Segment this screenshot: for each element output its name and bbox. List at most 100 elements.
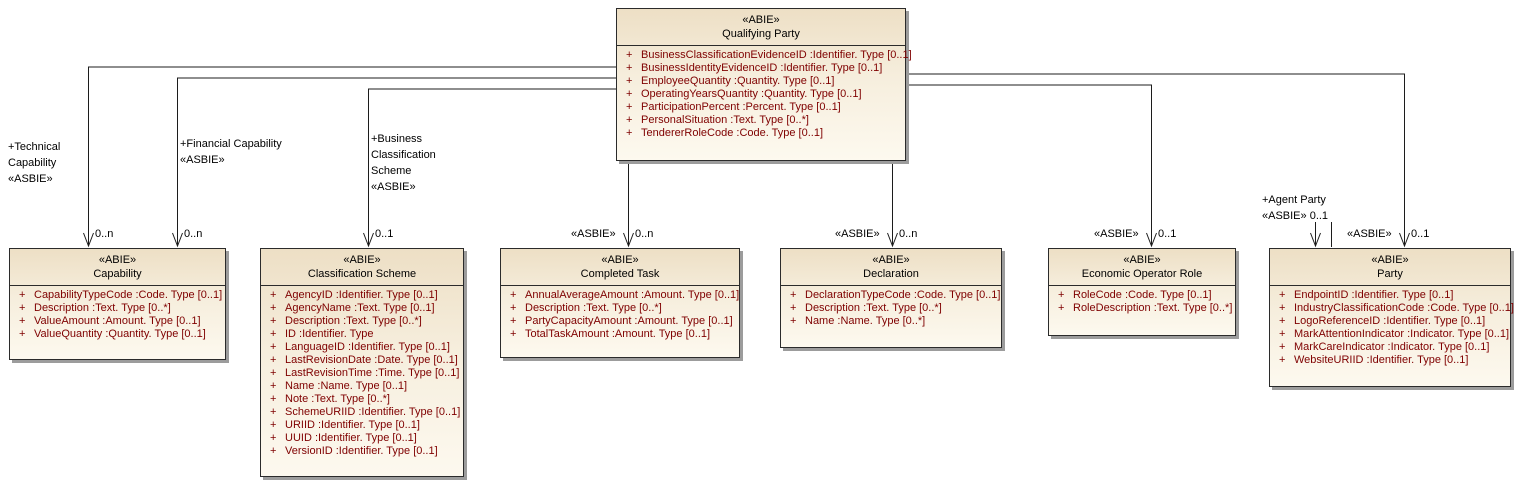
attribute-text: OperatingYearsQuantity :Quantity. Type [… bbox=[641, 88, 862, 100]
attribute-row[interactable]: +TendererRoleCode :Code. Type [0..1] bbox=[617, 127, 901, 140]
visibility-marker: + bbox=[1279, 354, 1286, 366]
attribute-row[interactable]: +ParticipationPercent :Percent. Type [0.… bbox=[617, 101, 901, 114]
connector-economic-operator-role[interactable] bbox=[906, 84, 1157, 248]
connector-business-classification-scheme[interactable] bbox=[363, 88, 617, 248]
attribute-row[interactable]: +Name :Name. Type [0..1] bbox=[261, 380, 459, 393]
attribute-row[interactable]: +URIID :Identifier. Type [0..1] bbox=[261, 419, 459, 432]
attribute-row[interactable]: +PersonalSituation :Text. Type [0..*] bbox=[617, 114, 901, 127]
visibility-marker: + bbox=[19, 302, 26, 314]
attribute-row[interactable]: +Note :Text. Type [0..*] bbox=[261, 393, 459, 406]
attribute-row[interactable]: +WebsiteURIID :Identifier. Type [0..1] bbox=[1270, 354, 1506, 367]
attribute-row[interactable]: +ValueQuantity :Quantity. Type [0..1] bbox=[10, 328, 221, 341]
connector-agent-party[interactable] bbox=[1310, 222, 1332, 248]
attribute-row[interactable]: +UUID :Identifier. Type [0..1] bbox=[261, 432, 459, 445]
class-header: «ABIE» Economic Operator Role bbox=[1049, 249, 1235, 286]
visibility-marker: + bbox=[790, 302, 797, 314]
visibility-marker: + bbox=[626, 62, 633, 74]
attribute-row[interactable]: + BusinessIdentityEvidenceID :Identifier.… bbox=[617, 62, 901, 75]
visibility-marker: + bbox=[270, 406, 277, 418]
attribute-row[interactable]: +Description :Text. Type [0..*] bbox=[501, 302, 735, 315]
attribute-row[interactable]: +MarkCareIndicator :Indicator. Type [0..… bbox=[1270, 341, 1506, 354]
visibility-marker: + bbox=[1279, 315, 1286, 327]
visibility-marker: + bbox=[270, 419, 277, 431]
attribute-text: ValueAmount :Amount. Type [0..1] bbox=[34, 315, 201, 327]
attribute-row[interactable]: +Description :Text. Type [0..*] bbox=[261, 315, 459, 328]
asbie-label-financial-capability: +Financial Capability «ASBIE» bbox=[180, 138, 282, 166]
visibility-marker: + bbox=[790, 289, 797, 301]
attribute-row[interactable]: +Description :Text. Type [0..*] bbox=[781, 302, 997, 315]
attribute-row[interactable]: +AgencyID :Identifier. Type [0..1] bbox=[261, 289, 459, 302]
attribute-row[interactable]: + RoleCode :Code. Type [0..1] bbox=[1049, 289, 1231, 302]
class-qualifying-party[interactable]: «ABIE» Qualifying Party +BusinessClassif… bbox=[616, 8, 912, 161]
visibility-marker: + bbox=[626, 88, 633, 100]
attribute-row[interactable]: +MarkAttentionIndicator :Indicator. Type… bbox=[1270, 328, 1509, 341]
attribute-row[interactable]: +LastRevisionDate :Date. Type [0..1] bbox=[261, 354, 459, 367]
attribute-text: EmployeeQuantity :Quantity. Type [0..1] bbox=[641, 75, 835, 87]
attribute-row[interactable]: + OperatingYearsQuantity :Quantity. Type … bbox=[617, 88, 901, 101]
attribute-row[interactable]: +CapabilityTypeCode :Code. Type [0..1] bbox=[10, 289, 222, 302]
attribute-row[interactable]: +BusinessClassificationEvidenceID :Ident… bbox=[617, 49, 912, 62]
attribute-row[interactable]: +AnnualAverageAmount :Amount. Type [0..1… bbox=[501, 289, 739, 302]
class-party[interactable]: «ABIE» Party +EndpointID :Identifier. Ty… bbox=[1269, 248, 1514, 387]
multiplicity-declaration: 0..n bbox=[899, 228, 918, 240]
attribute-text: VersionID :Identifier. Type [0..1] bbox=[285, 445, 438, 457]
visibility-marker: + bbox=[270, 432, 277, 444]
connector-financial-capability[interactable] bbox=[172, 77, 617, 248]
attribute-text: RoleCode :Code. Type [0..1] bbox=[1073, 289, 1212, 301]
visibility-marker: + bbox=[270, 341, 277, 353]
attribute-row[interactable]: +DeclarationTypeCode :Code. Type [0..1] bbox=[781, 289, 1000, 302]
attribute-row[interactable]: +ID :Identifier. Type bbox=[261, 328, 459, 341]
visibility-marker: + bbox=[270, 328, 277, 340]
attribute-row[interactable]: + RoleDescription :Text. Type [0..*] bbox=[1049, 302, 1233, 315]
attribute-row[interactable]: + LastRevisionTime :Time. Type [0..1] bbox=[261, 367, 459, 380]
attribute-text: AgencyID :Identifier. Type [0..1] bbox=[285, 289, 438, 301]
attribute-text: Name :Name. Type [0..1] bbox=[285, 380, 408, 392]
asbie-label-agent-party: +Agent Party «ASBIE» 0..1 bbox=[1262, 194, 1329, 222]
attribute-row[interactable]: +Name :Name. Type [0..*] bbox=[781, 315, 997, 328]
visibility-marker: + bbox=[270, 445, 277, 457]
class-completed-task[interactable]: «ABIE» Completed Task +AnnualAverageAmou… bbox=[500, 248, 740, 358]
class-classification-scheme[interactable]: «ABIE» Classification Scheme +AgencyID :… bbox=[260, 248, 464, 477]
visibility-marker: + bbox=[626, 114, 633, 126]
class-capability[interactable]: «ABIE» Capability +CapabilityTypeCode :C… bbox=[9, 248, 226, 360]
attribute-row[interactable]: +ValueAmount :Amount. Type [0..1] bbox=[10, 315, 221, 328]
attribute-row[interactable]: +Description :Text. Type [0..*] bbox=[10, 302, 221, 315]
visibility-marker: + bbox=[510, 315, 517, 327]
visibility-marker: + bbox=[626, 101, 633, 113]
attribute-row[interactable]: +LogoReferenceID :Identifier. Type [0..1… bbox=[1270, 315, 1506, 328]
asbie-label-economic-operator-role: «ASBIE» bbox=[1094, 228, 1139, 240]
attribute-text: LastRevisionDate :Date. Type [0..1] bbox=[285, 354, 458, 366]
visibility-marker: + bbox=[19, 289, 26, 301]
class-economic-operator-role[interactable]: «ABIE» Economic Operator Role + RoleCode … bbox=[1048, 248, 1236, 336]
attribute-text: EndpointID :Identifier. Type [0..1] bbox=[1294, 289, 1454, 301]
attribute-row[interactable]: +SchemeURIID :Identifier. Type [0..1] bbox=[261, 406, 460, 419]
attribute-compartment: +EndpointID :Identifier. Type [0..1]+Ind… bbox=[1270, 286, 1514, 367]
attribute-row[interactable]: +TotalTaskAmount :Amount. Type [0..1] bbox=[501, 328, 735, 341]
attribute-compartment: + RoleCode :Code. Type [0..1] + RoleDescrip… bbox=[1049, 286, 1235, 315]
attribute-row[interactable]: +AgencyName :Text. Type [0..1] bbox=[261, 302, 459, 315]
attribute-row[interactable]: +PartyCapacityAmount :Amount. Type [0..1… bbox=[501, 315, 735, 328]
connector-technical-capability[interactable] bbox=[83, 66, 617, 248]
attribute-row[interactable]: +IndustryClassificationCode :Code. Type … bbox=[1270, 302, 1514, 315]
attribute-text: RoleDescription :Text. Type [0..*] bbox=[1073, 302, 1233, 314]
asbie-label-business-classification-scheme: +Business Classification Scheme «ASBIE» bbox=[371, 133, 436, 193]
attribute-row[interactable]: +EndpointID :Identifier. Type [0..1] bbox=[1270, 289, 1506, 302]
connector-declaration[interactable] bbox=[887, 161, 898, 248]
attribute-text: LastRevisionTime :Time. Type [0..1] bbox=[285, 367, 460, 379]
attribute-text: ValueQuantity :Quantity. Type [0..1] bbox=[34, 328, 206, 340]
attribute-row[interactable]: +LanguageID :Identifier. Type [0..1] bbox=[261, 341, 459, 354]
visibility-marker: + bbox=[270, 367, 277, 379]
attribute-text: Description :Text. Type [0..*] bbox=[525, 302, 662, 314]
connector-party[interactable] bbox=[906, 73, 1410, 248]
attribute-text: AnnualAverageAmount :Amount. Type [0..1] bbox=[525, 289, 740, 301]
visibility-marker: + bbox=[1058, 289, 1065, 301]
attribute-row[interactable]: + VersionID :Identifier. Type [0..1] bbox=[261, 445, 459, 458]
class-declaration[interactable]: «ABIE» Declaration +DeclarationTypeCode … bbox=[780, 248, 1002, 348]
attribute-text: BusinessIdentityEvidenceID :Identifier. … bbox=[641, 62, 883, 74]
attribute-row[interactable]: +EmployeeQuantity :Quantity. Type [0..1] bbox=[617, 75, 901, 88]
connector-completed-task[interactable] bbox=[623, 161, 634, 248]
visibility-marker: + bbox=[1058, 302, 1065, 314]
visibility-marker: + bbox=[510, 328, 517, 340]
attribute-text: IndustryClassificationCode :Code. Type [… bbox=[1294, 302, 1514, 314]
visibility-marker: + bbox=[790, 315, 797, 327]
